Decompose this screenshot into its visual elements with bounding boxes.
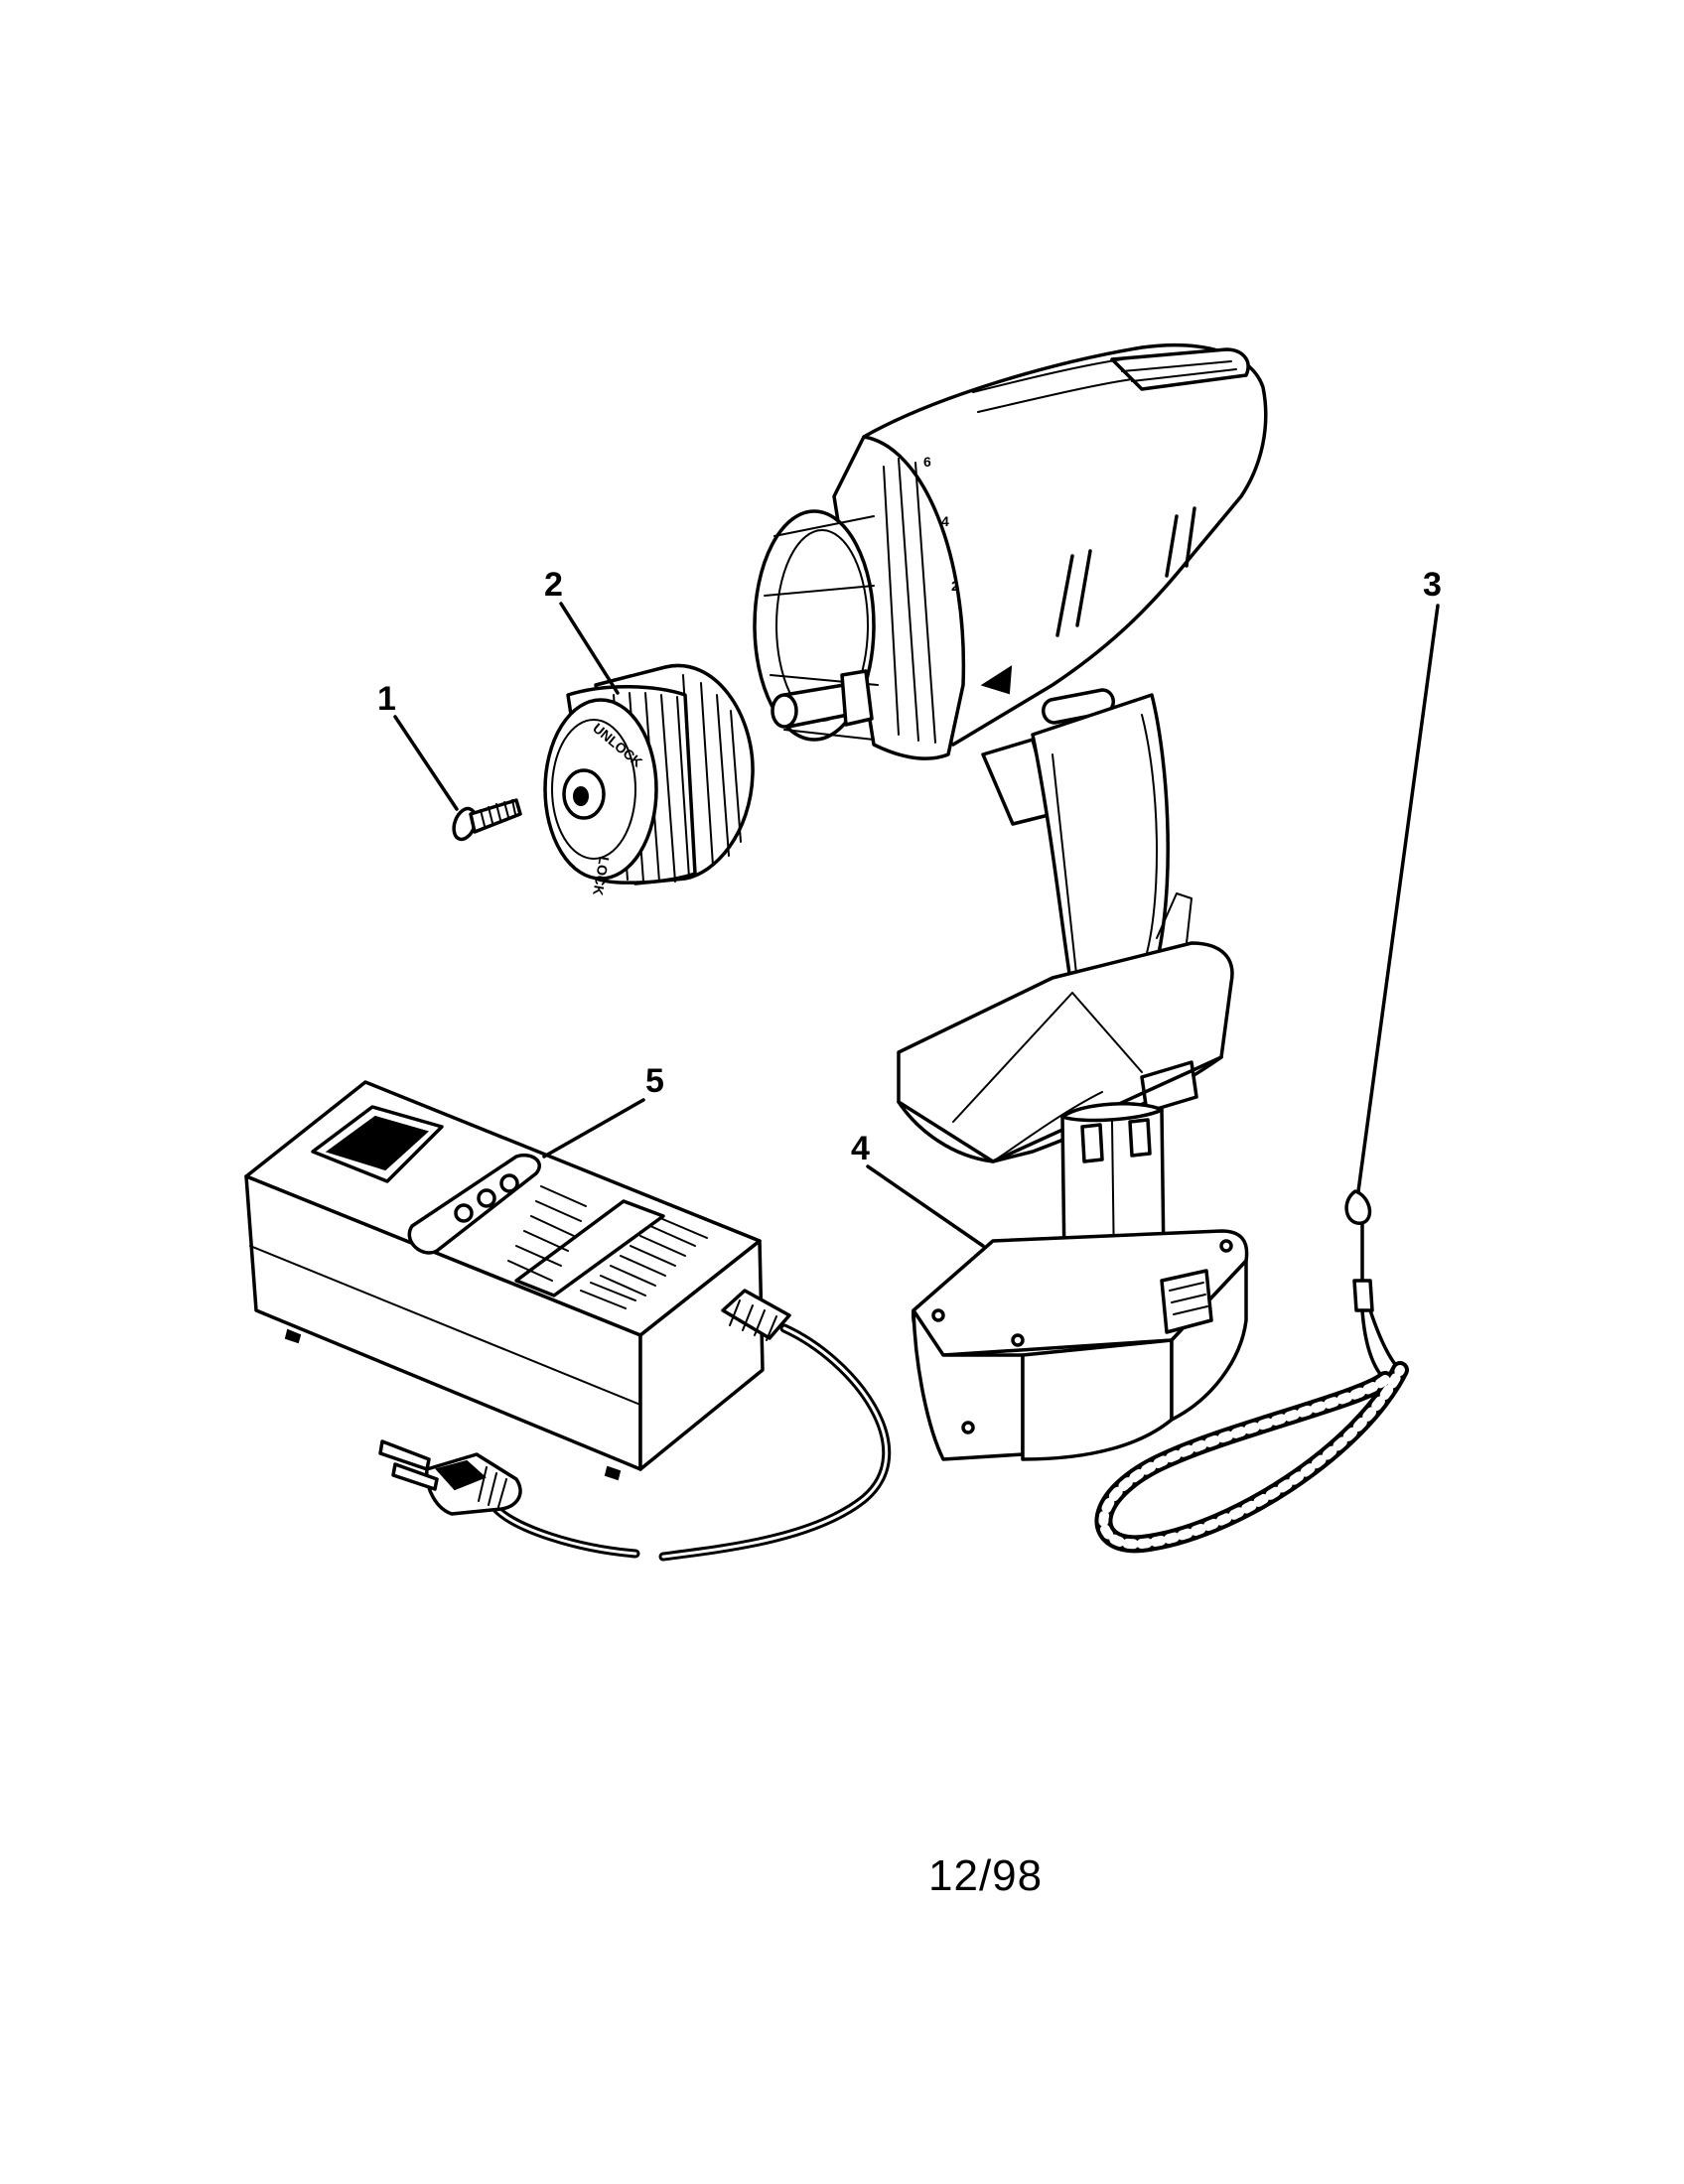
callout-1: 1 — [377, 680, 396, 718]
callout-4: 4 — [851, 1130, 870, 1167]
part-5-charger — [244, 1080, 892, 1562]
clutch-number-4: 4 — [941, 513, 949, 529]
callout-3: 3 — [1423, 566, 1442, 604]
callout-leaders — [393, 602, 1440, 1248]
part-3-wrist-strap — [1094, 1189, 1409, 1554]
callout-2: 2 — [544, 566, 563, 604]
part-4-battery-pack — [912, 1102, 1249, 1461]
chuck-lock-marking: LOCK — [590, 855, 613, 896]
part-1-screw — [452, 798, 522, 842]
callout-5: 5 — [645, 1062, 664, 1100]
date-code: 12/98 — [928, 1851, 1044, 1900]
clutch-number-6: 6 — [923, 454, 931, 470]
clutch-number-2: 2 — [951, 578, 959, 594]
drill-body: 6 4 2 — [753, 343, 1268, 1163]
part-2-keyless-chuck: UNLOCK LOCK — [543, 663, 755, 896]
